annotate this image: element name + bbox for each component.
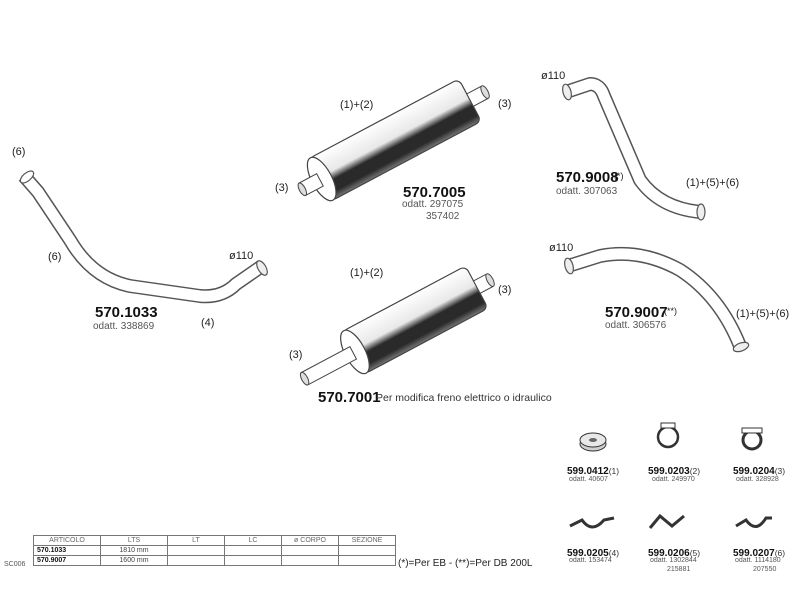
- callout: (6): [48, 251, 62, 263]
- part-mark: (*): [614, 171, 624, 181]
- callout: (6): [12, 146, 26, 158]
- accessory-label: 599.0412(1): [567, 466, 620, 477]
- table-cell: 1600 mm: [100, 555, 168, 566]
- col-header: ARTICOLO: [33, 535, 101, 546]
- accessory-label: 599.0204(3): [733, 466, 786, 477]
- part-code: 570.9007: [605, 304, 668, 321]
- col-header: LT: [167, 535, 225, 546]
- callout: (3): [498, 284, 512, 296]
- accessory-ref: odatt. 40607: [569, 476, 608, 483]
- diameter-callout: ø110: [541, 70, 566, 82]
- clamp-icon: [741, 427, 763, 451]
- bracket-icon: [648, 513, 685, 529]
- table-cell: [281, 555, 339, 566]
- bracket-icon: [735, 516, 772, 528]
- callout: (3): [498, 98, 512, 110]
- part-code: 570.7005: [403, 184, 466, 201]
- part-ref: odatt. 307063: [556, 186, 618, 197]
- muffler-570-7001: [299, 267, 495, 386]
- part-mark: (**): [664, 306, 677, 316]
- accessory-label: 599.0206(5): [648, 548, 701, 559]
- table-header-row: ARTICOLO LTS LT LC ø CORPO SEZIONE: [33, 535, 396, 546]
- accessory-ref: odatt. 249970: [652, 476, 695, 483]
- table-cell: [281, 545, 339, 556]
- bracket-icon: [569, 516, 615, 529]
- table-side-label: SC006: [4, 561, 26, 568]
- callout: (3): [289, 349, 303, 361]
- part-ref: odatt. 338869: [93, 321, 155, 332]
- table-row: 570.1033 1810 mm: [33, 545, 396, 556]
- table-row: 570.9007 1600 mm: [33, 555, 396, 566]
- diameter-callout: ø110: [229, 250, 254, 262]
- table-cell: [167, 545, 225, 556]
- table-cell: [338, 555, 396, 566]
- pipe-570-9008: [562, 77, 706, 221]
- callout: (1)+(5)+(6): [686, 177, 740, 189]
- accessory-ref: 207550: [753, 566, 777, 573]
- accessory-ref: 215881: [667, 566, 691, 573]
- part-description: Per modifica freno elettrico o idraulico: [376, 392, 552, 404]
- accessory-ref: odatt. 1302844: [650, 557, 697, 564]
- table-cell: [167, 555, 225, 566]
- part-ref: 357402: [426, 211, 460, 222]
- rubber-ring-icon: [579, 432, 607, 452]
- callout: (3): [275, 182, 289, 194]
- col-header: LTS: [100, 535, 168, 546]
- callout: (1)+(2): [340, 99, 374, 111]
- table-cell: 570.9007: [33, 555, 101, 566]
- accessory-ref: odatt. 1114180: [735, 557, 781, 564]
- diameter-callout: ø110: [549, 242, 574, 254]
- muffler-570-7005: [297, 80, 490, 202]
- callout: (4): [201, 317, 215, 329]
- accessory-ref: odatt. 328928: [736, 476, 779, 483]
- col-header: ø CORPO: [281, 535, 339, 546]
- accessory-label: 599.0205(4): [567, 548, 620, 559]
- accessory-ref: odatt. 153474: [569, 557, 612, 564]
- spec-table: ARTICOLO LTS LT LC ø CORPO SEZIONE 570.1…: [33, 535, 396, 566]
- callout: (1)+(5)+(6): [736, 308, 790, 320]
- pipe-570-1033: [18, 170, 268, 304]
- clamp-icon: [656, 422, 680, 449]
- footnote: (*)=Per EB - (**)=Per DB 200L: [398, 558, 533, 569]
- part-ref: odatt. 297075: [402, 199, 464, 210]
- part-code: 570.1033: [95, 304, 158, 321]
- callout: (1)+(2): [350, 267, 384, 279]
- table-cell: 1810 mm: [100, 545, 168, 556]
- table-cell: [338, 545, 396, 556]
- part-ref: odatt. 306576: [605, 320, 667, 331]
- table-cell: [224, 555, 282, 566]
- table-cell: [224, 545, 282, 556]
- accessory-label: 599.0207(6): [733, 548, 786, 559]
- pipe-570-9007: [564, 246, 750, 353]
- col-header: SEZIONE: [338, 535, 396, 546]
- accessory-label: 599.0203(2): [648, 466, 701, 477]
- part-code: 570.7001: [318, 389, 381, 406]
- col-header: LC: [224, 535, 282, 546]
- part-code: 570.9008: [556, 169, 619, 186]
- table-cell: 570.1033: [33, 545, 101, 556]
